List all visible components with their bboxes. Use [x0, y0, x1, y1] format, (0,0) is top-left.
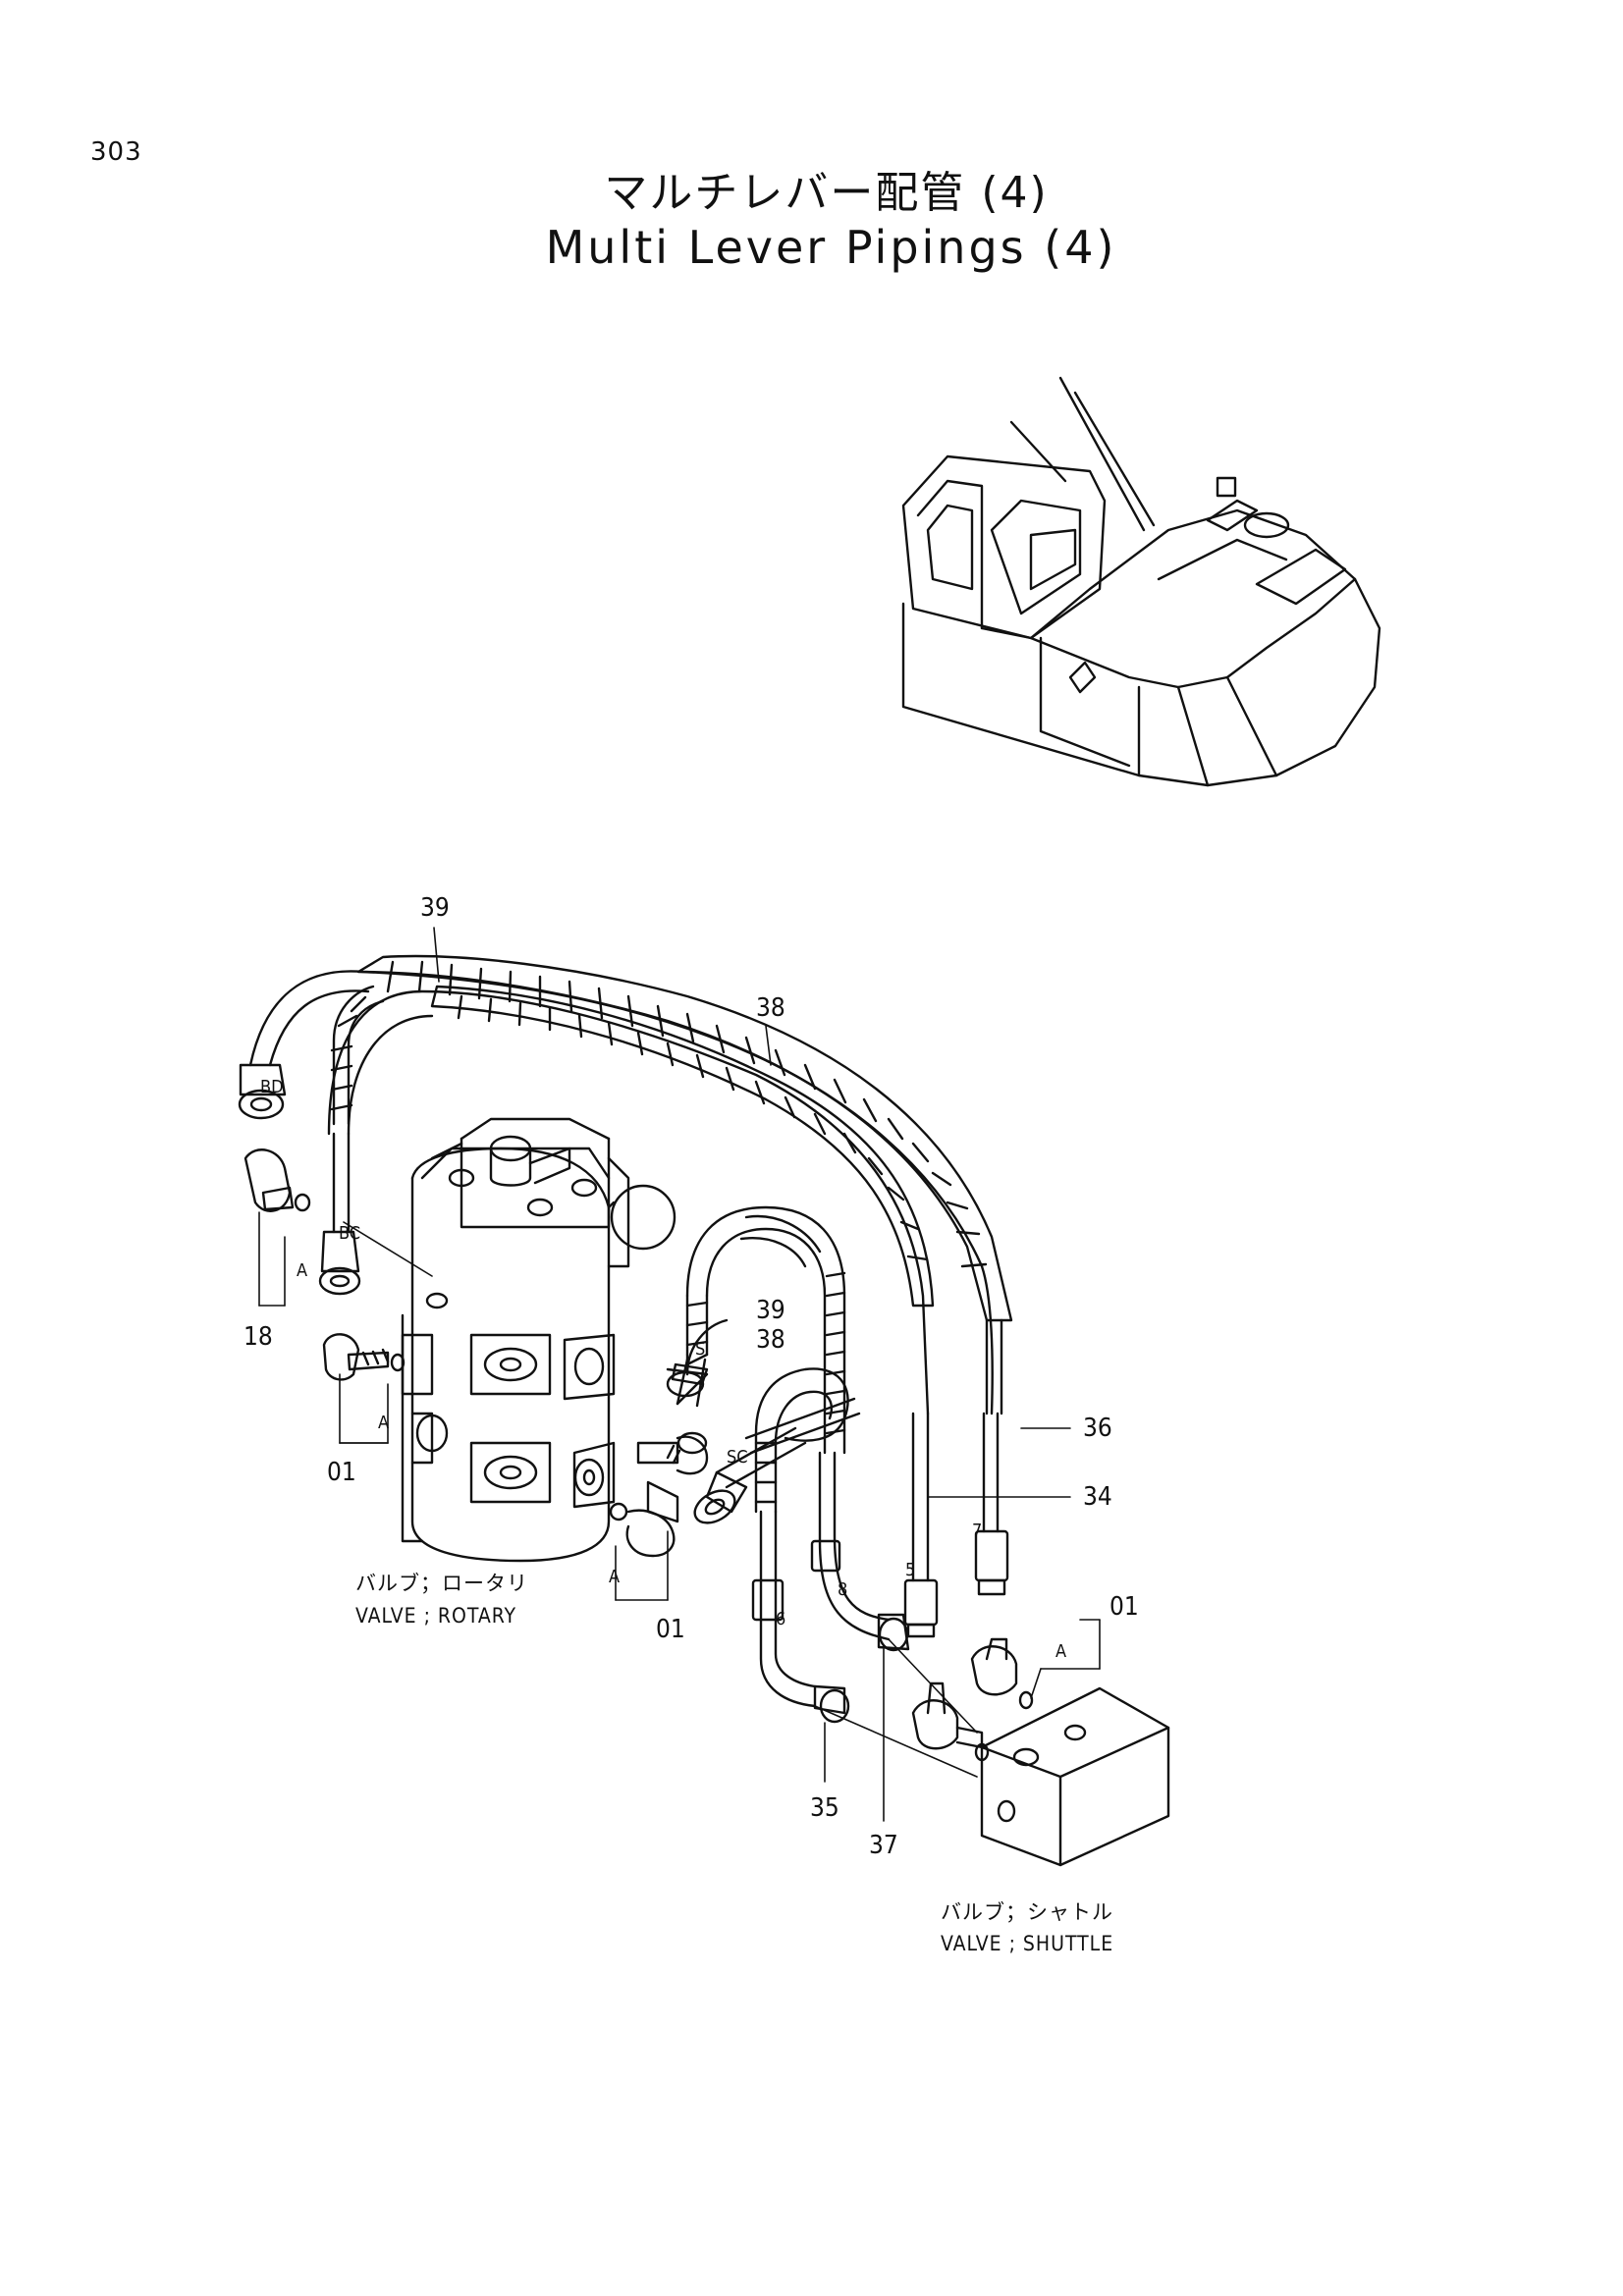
shuttle-valve-caption-en: VALVE ; SHUTTLE [941, 1932, 1113, 1955]
callout-01-right: 01 [1109, 1592, 1139, 1622]
callout-39-mid: 39 [756, 1296, 785, 1325]
hose-fittings [238, 1063, 1009, 1724]
shuttle-valve-caption-jp: バルブ；シャトル [941, 1900, 1113, 1924]
port-label-a-left: A [297, 1260, 307, 1281]
rotary-valve-caption-jp: バルブ；ロータリ [355, 1572, 528, 1595]
callout-01-left: 01 [327, 1458, 356, 1487]
excavator-location-sketch [901, 376, 1381, 787]
shuttle-valve-drawing [911, 1637, 1170, 1867]
callout-36: 36 [1083, 1414, 1112, 1443]
rotary-valve-caption-en: VALVE ; ROTARY [355, 1604, 516, 1628]
callout-37: 37 [869, 1831, 898, 1860]
port-label-a-rotary: A [378, 1413, 389, 1433]
callout-labels: 39 38 18 01 01 01 39 38 36 34 35 37 5 6 … [243, 893, 1139, 1860]
page-number: 303 [90, 137, 142, 167]
port-label-a-shuttle: A [1055, 1641, 1066, 1662]
port-label-bd: BD [260, 1077, 284, 1097]
page-title-japanese: マルチレバー配管 (4) [604, 168, 1049, 218]
port-label-a-bottom: A [609, 1567, 620, 1587]
callout-01-mid: 01 [656, 1615, 685, 1644]
page-title-english: Multi Lever Pipings (4) [545, 221, 1117, 274]
callout-leaders [258, 927, 1101, 1822]
hose-position-8: 8 [838, 1579, 847, 1600]
port-label-sc: SC [727, 1447, 748, 1468]
callout-38-mid: 38 [756, 1325, 785, 1355]
port-label-bc: BC [339, 1223, 360, 1244]
hose-position-7: 7 [972, 1521, 982, 1541]
port-label-s: S [695, 1339, 705, 1360]
component-captions: バルブ；ロータリ VALVE ; ROTARY バルブ；シャトル VALVE ;… [355, 1572, 1113, 1955]
hose-position-5: 5 [905, 1560, 915, 1580]
callout-39-top: 39 [420, 893, 450, 923]
callout-38-top: 38 [756, 993, 785, 1023]
rotary-valve-drawing [243, 1117, 709, 1563]
callout-18: 18 [243, 1322, 273, 1352]
port-labels: BD BC S SC A A A A [260, 1077, 1066, 1662]
callout-34: 34 [1083, 1482, 1112, 1512]
hose-position-6: 6 [776, 1609, 785, 1629]
callout-35: 35 [810, 1793, 839, 1823]
